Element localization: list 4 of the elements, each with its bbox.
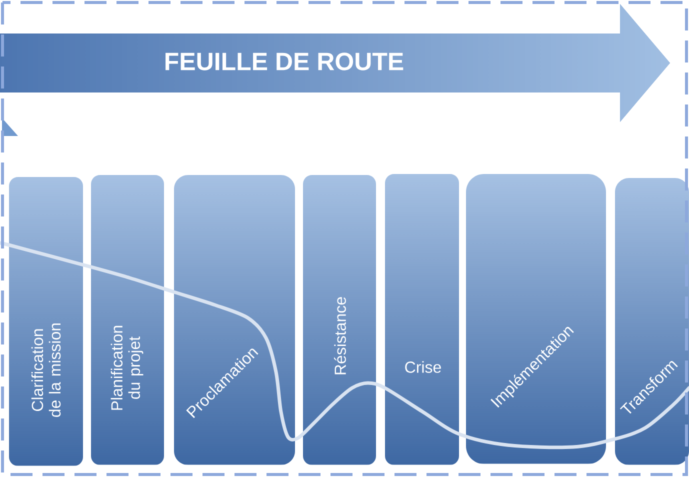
phase-column: Planification du projet [91,175,164,465]
phase-column: Clarification de la mission [9,177,83,466]
phase-column: Résistance [303,175,376,465]
phase-column: Crise [385,174,459,465]
